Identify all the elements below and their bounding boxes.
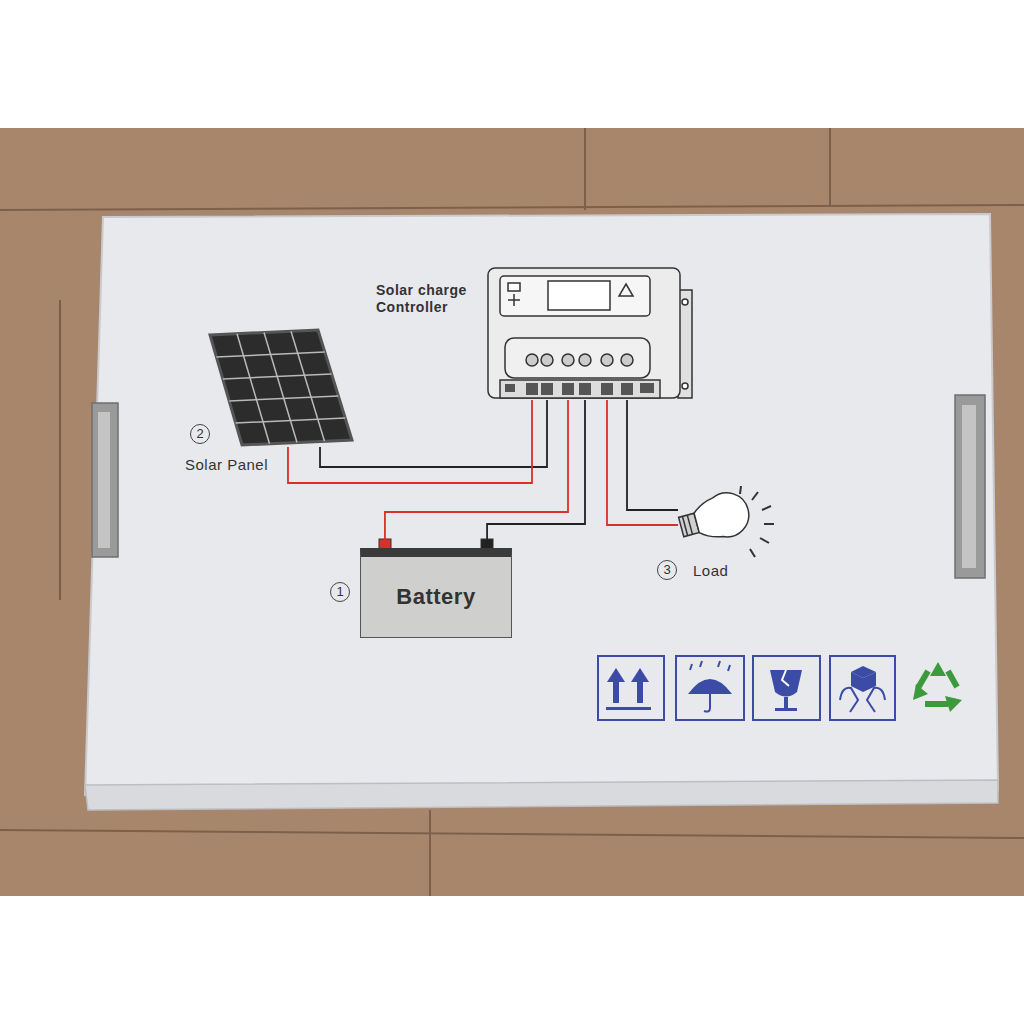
handling-icons [598, 656, 962, 720]
load-bulb: Load [678, 490, 770, 560]
floor-seams [0, 128, 1024, 896]
callout-number: 3 [657, 560, 677, 580]
solar-panel: Solar Panel [208, 328, 355, 447]
component-label: Solar charge Controller [376, 282, 482, 316]
component-label: Solar Panel [185, 456, 332, 474]
wire [487, 400, 585, 548]
controller-drawing [488, 268, 692, 398]
callout-number: 1 [330, 582, 350, 602]
battery-box: Battery [360, 548, 512, 638]
wire [320, 400, 547, 467]
box-handle [98, 412, 110, 548]
wire [288, 400, 532, 483]
wire [385, 400, 568, 548]
wire [607, 400, 678, 525]
box-handle [962, 405, 976, 568]
box-handle [92, 403, 118, 557]
box-lid [85, 214, 998, 795]
bulb-drawing [675, 486, 774, 557]
callout-number: 2 [190, 424, 210, 444]
charge-controller: Solar charge Controller [488, 268, 688, 400]
solar-panel-drawing [210, 330, 352, 445]
wooden-floor [0, 128, 1024, 896]
box-edge [85, 780, 998, 810]
component-label: Battery [396, 584, 475, 610]
box-handle [955, 395, 985, 578]
wire [627, 400, 678, 510]
component-label: Load [693, 562, 785, 580]
